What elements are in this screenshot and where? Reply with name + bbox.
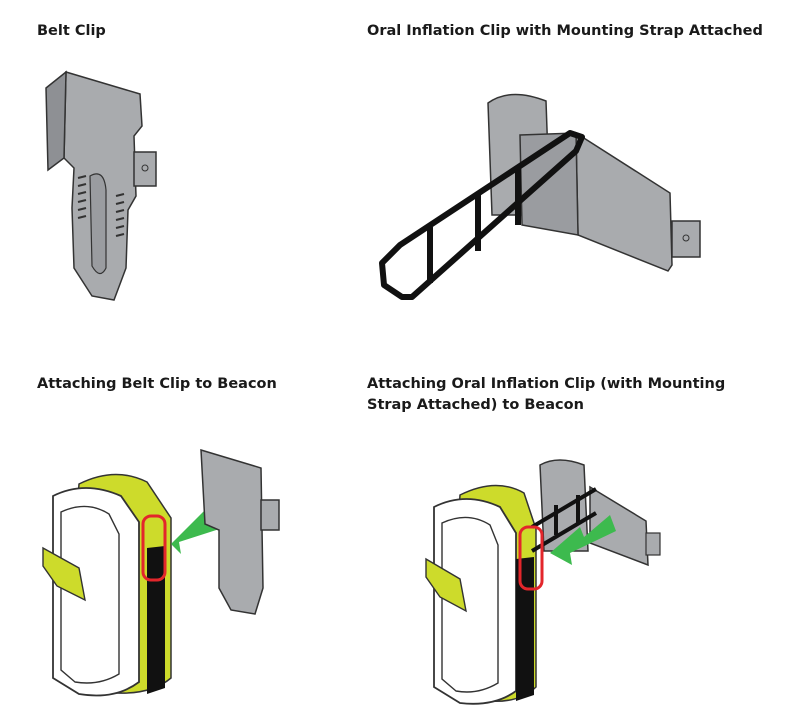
caption-belt-clip: Belt Clip [37, 23, 106, 39]
attach-belt-clip-illustration [42, 448, 280, 697]
caption-oral-inflation-clip: Oral Inflation Clip with Mounting Strap … [367, 23, 763, 39]
attach-oral-inflation-clip-illustration [425, 459, 661, 705]
oral-inflation-clip-illustration [379, 93, 701, 300]
caption-attaching-oral-clip: Attaching Oral Inflation Clip (with Moun… [367, 376, 726, 413]
belt-clip-illustration [45, 70, 157, 301]
caption-attaching-belt-clip: Attaching Belt Clip to Beacon [37, 376, 277, 392]
